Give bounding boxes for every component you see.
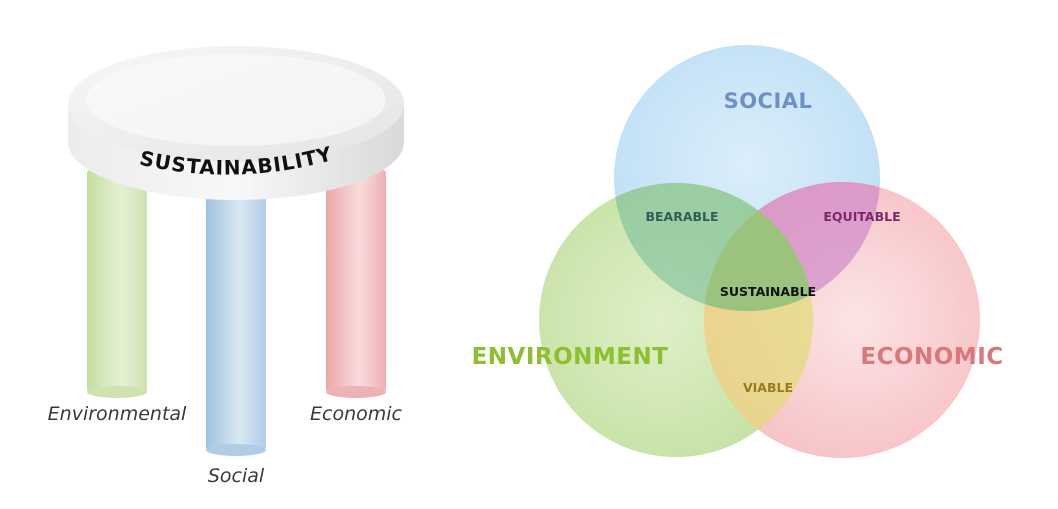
economic-label: Economic	[310, 403, 403, 425]
environment-title: ENVIRONMENT	[472, 344, 669, 370]
environmental-leg	[87, 170, 147, 392]
social-leg	[206, 185, 266, 450]
sustainability-venn: SOCIAL ENVIRONMENT ECONOMIC BEARABLE EQU…	[472, 45, 1003, 458]
social-title: SOCIAL	[724, 89, 813, 113]
sustainability-stool: SUSTAINABILITY Environmental Social Econ…	[48, 46, 404, 487]
bearable-label: BEARABLE	[645, 209, 718, 224]
sustainable-overlap	[704, 183, 813, 311]
social-label: Social	[208, 465, 265, 487]
economic-leg	[326, 170, 386, 392]
sustainable-label: SUSTAINABLE	[720, 284, 816, 299]
viable-label: VIABLE	[743, 380, 793, 395]
economic-leg-foot	[326, 386, 386, 398]
environmental-label: Environmental	[48, 403, 187, 425]
stool-seat-highlight	[86, 54, 386, 146]
economic-title: ECONOMIC	[860, 344, 1003, 370]
equitable-label: EQUITABLE	[823, 209, 900, 224]
social-leg-foot	[206, 444, 266, 456]
environmental-leg-foot	[87, 386, 147, 398]
